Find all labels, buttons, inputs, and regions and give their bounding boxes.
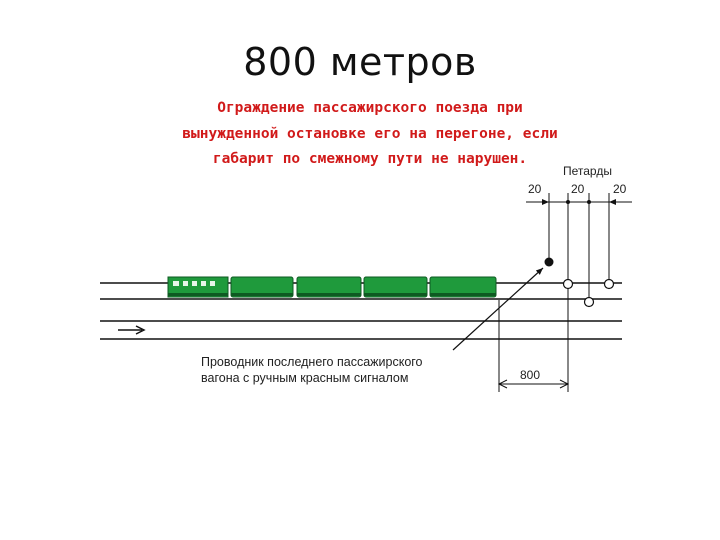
- spacing-label-1: 20: [528, 182, 542, 196]
- petard-1: [562, 278, 574, 290]
- conductor-note-line-1: Проводник последнего пассажирского: [201, 355, 423, 369]
- conductor-leader-line: [452, 267, 544, 351]
- reference-lines: [498, 193, 610, 392]
- distance-dimension: [497, 379, 570, 389]
- petard-2: [583, 296, 595, 308]
- caption-line-1: Ограждение пассажирского поезда при: [217, 100, 523, 116]
- petards-label: Петарды: [563, 164, 612, 178]
- spacing-label-2: 20: [571, 182, 585, 196]
- conductor-note-line-2: вагона с ручным красным сигналом: [201, 371, 408, 385]
- distance-label: 800: [520, 368, 540, 382]
- car-3: [363, 276, 428, 298]
- spacing-label-3: 20: [613, 182, 627, 196]
- passenger-train: [167, 276, 497, 298]
- caption-line-3: габарит по смежному пути не нарушен.: [212, 151, 528, 167]
- car-1: [230, 276, 294, 298]
- caption-line-2: вынужденной остановке его на перегоне, е…: [182, 126, 558, 142]
- hand-signal-marker: [544, 257, 554, 267]
- car-4-last: [429, 276, 497, 298]
- spacing-dimension: [526, 199, 632, 205]
- slide-title: 800 метров: [243, 40, 477, 84]
- petards: [562, 278, 615, 308]
- direction-arrow: [118, 325, 146, 335]
- locomotive: [167, 276, 229, 298]
- car-2: [296, 276, 362, 298]
- petard-3: [603, 278, 615, 290]
